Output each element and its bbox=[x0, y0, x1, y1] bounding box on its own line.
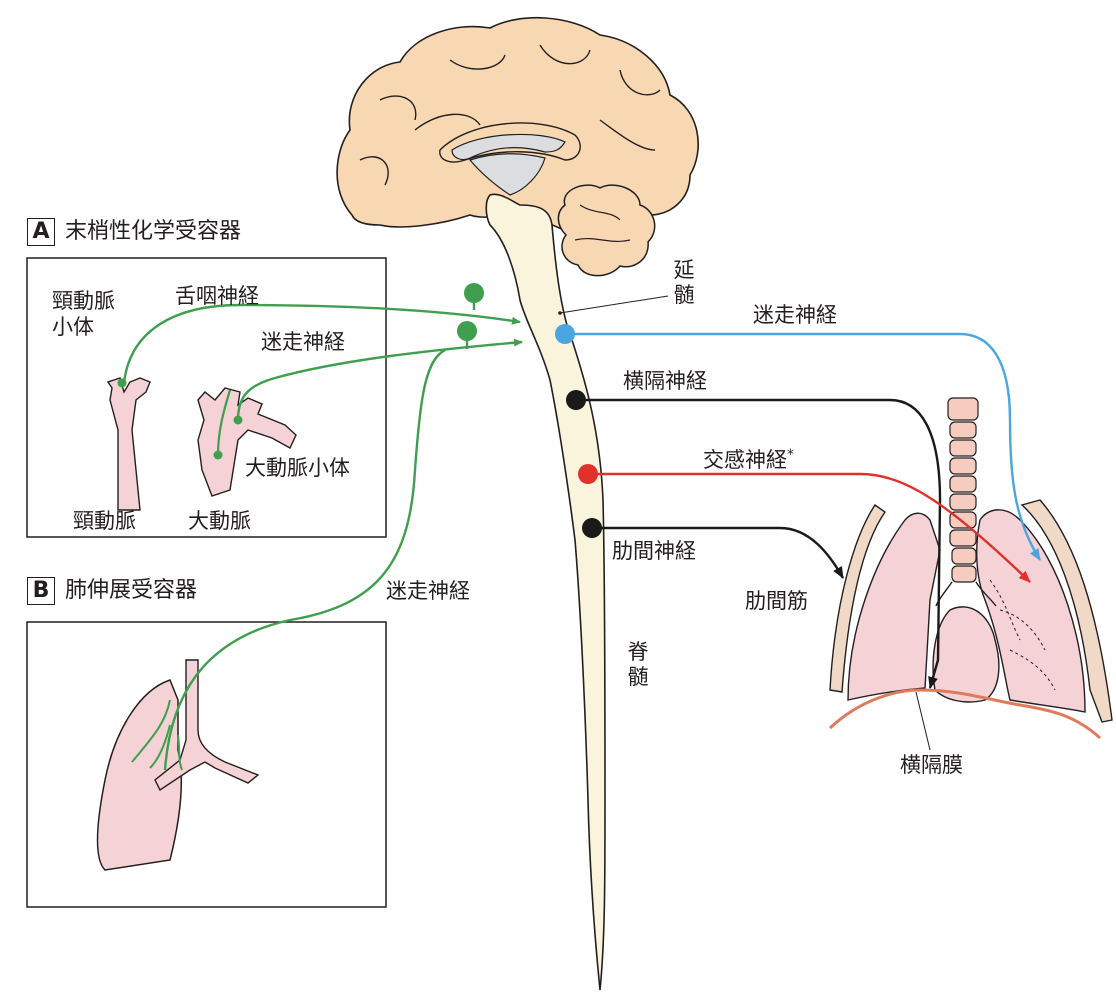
panel-b-frame bbox=[26, 621, 387, 908]
intercostal-nerve-label: 肋間神経 bbox=[612, 539, 696, 563]
sympathetic-label: 交感神経* bbox=[703, 442, 794, 473]
vagus-a-nerve-path bbox=[236, 338, 523, 421]
medulla-leader bbox=[559, 295, 669, 314]
aorta-label: 大動脈 bbox=[188, 509, 251, 533]
medulla-point bbox=[558, 311, 562, 315]
spinal-cord-label: 脊髄 bbox=[627, 640, 649, 689]
cerebrum-fold-2 bbox=[449, 54, 506, 70]
diaphragm-line bbox=[828, 688, 1102, 740]
vagus-b-nerve-path bbox=[163, 348, 446, 771]
diaphragm-leader bbox=[915, 691, 931, 751]
left-lung bbox=[847, 512, 941, 701]
cerebrum-fold-7 bbox=[599, 119, 656, 151]
carotid-body-dot bbox=[117, 378, 127, 388]
lung-vagus-branches bbox=[131, 699, 183, 771]
heart bbox=[932, 606, 1000, 703]
vertebrae bbox=[947, 397, 979, 583]
carotid-artery-drawing bbox=[106, 377, 151, 511]
ventricle bbox=[451, 133, 566, 196]
phrenic-path bbox=[576, 398, 942, 689]
section-b-header: B 肺伸展受容器 bbox=[27, 576, 197, 606]
brain bbox=[336, 16, 699, 277]
lung-bronchi bbox=[989, 579, 1056, 691]
intercostal-nucleus-dot bbox=[582, 518, 602, 538]
aortic-body-label: 大動脈小体 bbox=[245, 456, 350, 480]
cerebrum-fold-3 bbox=[539, 44, 591, 65]
phrenic-nucleus-dot bbox=[566, 390, 586, 410]
intercostal-path bbox=[592, 526, 845, 579]
section-a-letter: A bbox=[27, 218, 55, 246]
glossopharyngeal-nerve-path bbox=[122, 303, 521, 384]
diaphragm-label: 横隔膜 bbox=[900, 753, 963, 777]
ganglion-1 bbox=[464, 283, 484, 310]
rib-wall-right bbox=[1020, 499, 1113, 723]
cerebellum bbox=[557, 184, 656, 277]
carotid-artery-label: 頸動脈 bbox=[73, 509, 136, 533]
rib-wall-left bbox=[829, 504, 886, 693]
sympathetic-asterisk: * bbox=[787, 447, 794, 463]
lung-drawing bbox=[96, 659, 260, 871]
intercostal-muscle-label: 肋間筋 bbox=[745, 589, 808, 613]
right-lung bbox=[976, 509, 1086, 713]
sympathetic-nucleus-dot bbox=[578, 464, 598, 484]
carotid-body-label: 頸動脈 小体 bbox=[52, 289, 115, 339]
spinal-cord bbox=[485, 193, 606, 991]
vagus-a-branch bbox=[216, 389, 232, 456]
section-b-title: 肺伸展受容器 bbox=[65, 578, 198, 603]
vagus-out-label: 迷走神経 bbox=[753, 303, 837, 327]
vagus-nucleus-dot bbox=[555, 324, 575, 344]
cerebrum-fold-4 bbox=[619, 69, 661, 96]
aortic-body-dot-2 bbox=[213, 450, 223, 460]
cerebrum-fold-6 bbox=[414, 113, 481, 131]
phrenic-label: 横隔神経 bbox=[623, 369, 707, 393]
section-a-header: A 末梢性化学受容器 bbox=[27, 217, 241, 247]
cerebellum-fold bbox=[574, 204, 631, 243]
panel-a-frame bbox=[26, 257, 387, 538]
glossopharyngeal-label: 舌咽神経 bbox=[175, 284, 259, 308]
cerebrum-fold-1 bbox=[379, 95, 417, 121]
vagus-a-label: 迷走神経 bbox=[261, 330, 345, 354]
sympathetic-path bbox=[588, 472, 1031, 583]
ganglion-2 bbox=[457, 321, 477, 349]
medulla-label: 延髄 bbox=[673, 258, 695, 307]
aortic-body-dot-1 bbox=[233, 415, 243, 425]
section-b-letter: B bbox=[27, 577, 55, 605]
sympathetic-text: 交感神経 bbox=[703, 448, 787, 472]
vagus-b-label: 迷走神経 bbox=[386, 579, 470, 603]
thorax bbox=[828, 397, 1113, 740]
trachea-split bbox=[935, 581, 997, 607]
section-a-title: 末梢性化学受容器 bbox=[65, 219, 242, 244]
vagus-out-path bbox=[565, 332, 1042, 561]
cerebrum-fold-5 bbox=[359, 156, 389, 186]
